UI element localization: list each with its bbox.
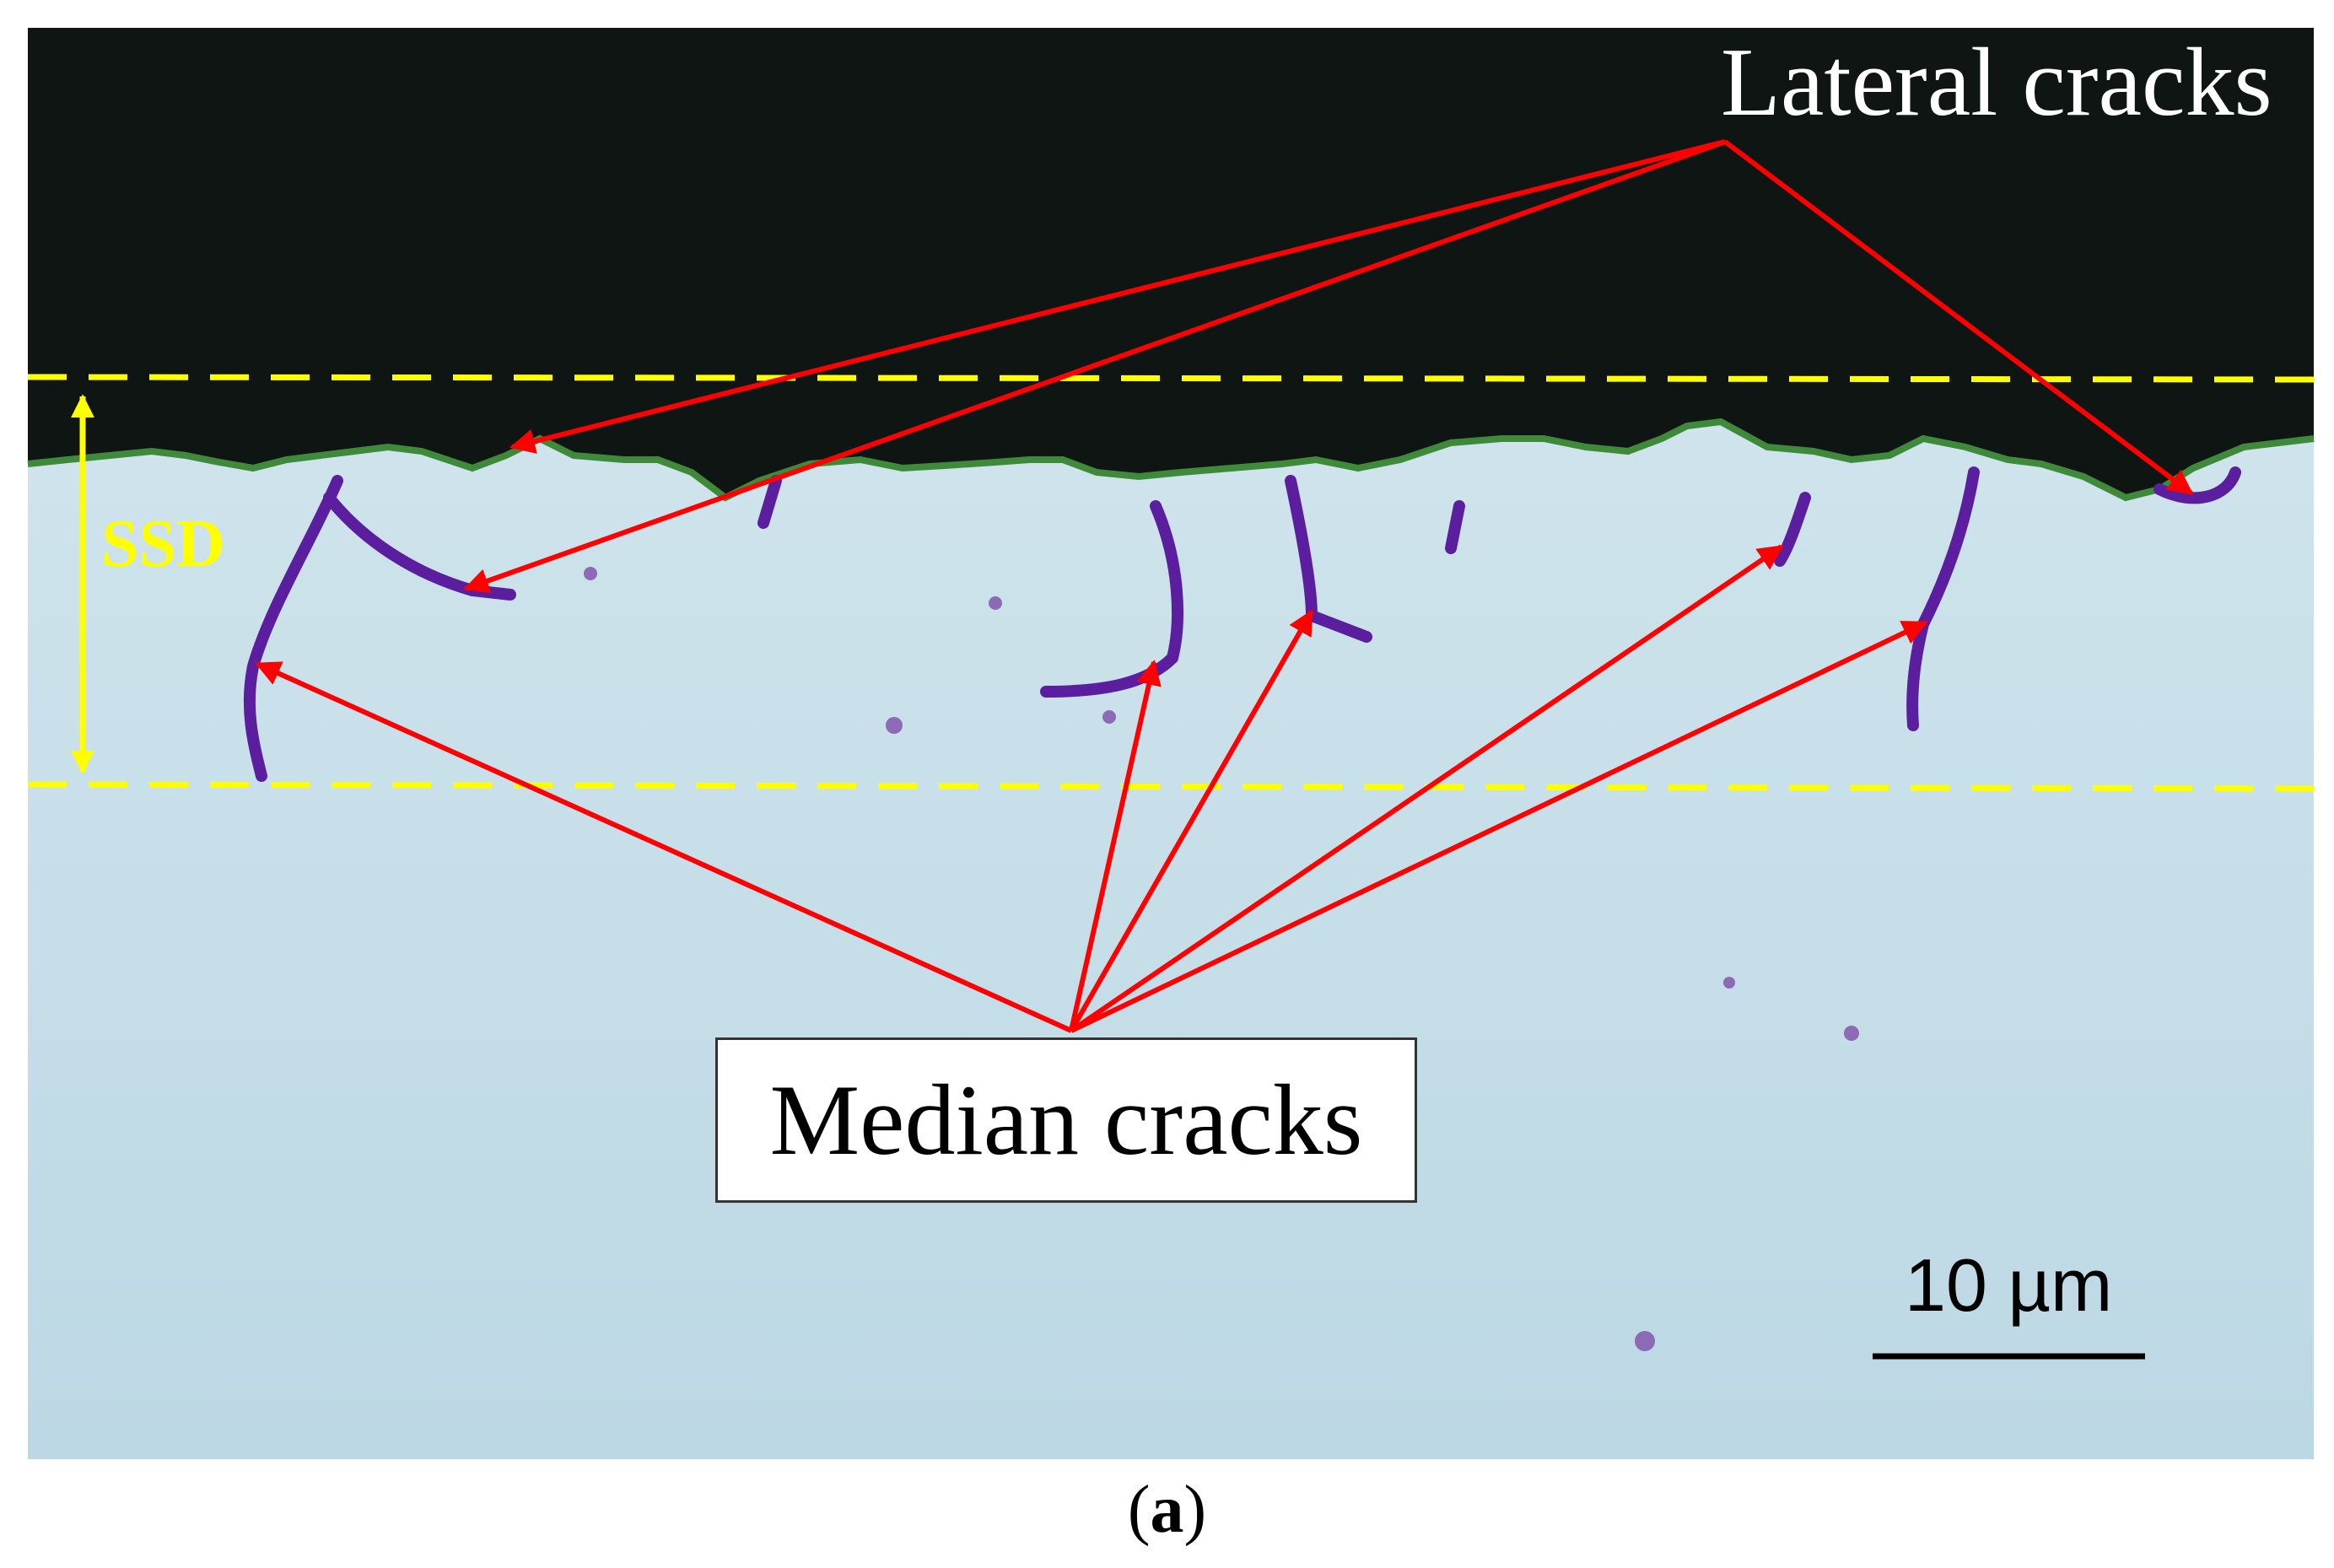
surface-edge bbox=[27, 418, 2315, 502]
figure-caption: (a) bbox=[0, 1476, 2334, 1544]
lateral-arrows bbox=[463, 139, 2194, 594]
ssd-label: SSD bbox=[101, 507, 225, 581]
ssd-bottom-line bbox=[27, 781, 2321, 792]
median-cracks-box: Median cracks bbox=[715, 1037, 1417, 1203]
specks bbox=[584, 567, 1859, 1351]
caption-close: ) bbox=[1183, 1473, 1207, 1547]
caption-open: ( bbox=[1127, 1473, 1151, 1547]
median-cracks-label: Median cracks bbox=[769, 1064, 1363, 1176]
median-arrows bbox=[255, 544, 1928, 1033]
caption-letter: a bbox=[1150, 1473, 1184, 1547]
scale-bar-label: 10 µm bbox=[1905, 1243, 2113, 1327]
ssd-top-line bbox=[27, 374, 2315, 383]
lateral-cracks-label: Lateral cracks bbox=[1721, 29, 2272, 137]
